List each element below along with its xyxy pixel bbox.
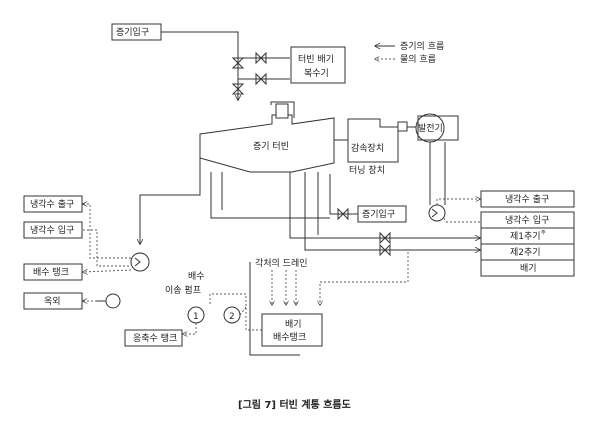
- drain-pump-label-1: 배수: [188, 271, 205, 282]
- legend: 증기의 흐름 물의 흐름: [375, 41, 444, 65]
- cooling-in-left-label: 냉각수 입구: [30, 224, 74, 236]
- cooling-out-right-label: 냉각수 출구: [505, 193, 549, 205]
- drain-tank-bottom-box: [261, 313, 323, 347]
- cooling-out-left-label: 냉각수 출구: [30, 198, 74, 210]
- steam-turbine: [199, 101, 335, 173]
- legend-water-label: 물의 흐름: [400, 54, 436, 65]
- generator-label: 발전기: [418, 123, 443, 134]
- condenser-box: [290, 46, 346, 84]
- cooling-in-left-box: [23, 221, 83, 239]
- drains-each-label: 각처의 드레인: [255, 257, 308, 269]
- condenser-label-2: 복수기: [304, 68, 329, 79]
- drain-pump-label-2: 이송 펌프: [165, 284, 201, 296]
- turbine-label: 증기 터빈: [253, 141, 289, 152]
- extraction-2-label: 제2추기: [510, 247, 541, 258]
- pump-icon: [97, 293, 121, 309]
- cooling-in-right-label: 냉각수 입구: [505, 214, 549, 226]
- figure-caption: [그림 7] 터빈 계통 흐름도: [238, 398, 351, 411]
- condensate-tank-label: 응축수 탱크: [133, 333, 177, 344]
- mid-valve-icon: [337, 207, 349, 221]
- exhaust-label: 배기: [520, 263, 537, 274]
- pump-1-label: 1: [193, 312, 199, 322]
- outdoor-box: [23, 292, 83, 310]
- reduction-gear-box: [347, 118, 399, 163]
- steam-inlet-top-label: 증기입구: [116, 26, 149, 38]
- cooling-out-right-box: [480, 190, 575, 208]
- pump-2-label: 2: [229, 312, 235, 322]
- drain-tank-left-label: 배수 탱크: [33, 267, 69, 278]
- cooling-out-left-box: [23, 195, 83, 213]
- drain-tank-left-box: [23, 263, 83, 281]
- coupling-icon: [397, 121, 408, 132]
- drain-tank-bottom-label-1: 배기: [285, 319, 302, 330]
- extraction-1-sup: 주: [541, 230, 546, 236]
- drain-tank-bottom-label-2: 배수탱크: [273, 332, 306, 343]
- outdoor-label: 옥외: [44, 295, 61, 307]
- condensate-tank-box: [124, 329, 183, 347]
- steam-inlet-mid-label: 증기입구: [362, 208, 395, 220]
- turning-gear-label: 터닝 장치: [349, 164, 385, 176]
- reduction-gear-label: 감속장치: [351, 142, 384, 154]
- extraction-1-label: 제1추기: [510, 231, 541, 242]
- extraction-valves-icon: [379, 231, 391, 257]
- legend-steam-label: 증기의 흐름: [400, 41, 444, 52]
- condenser-label-1: 터빈 배기: [298, 54, 334, 65]
